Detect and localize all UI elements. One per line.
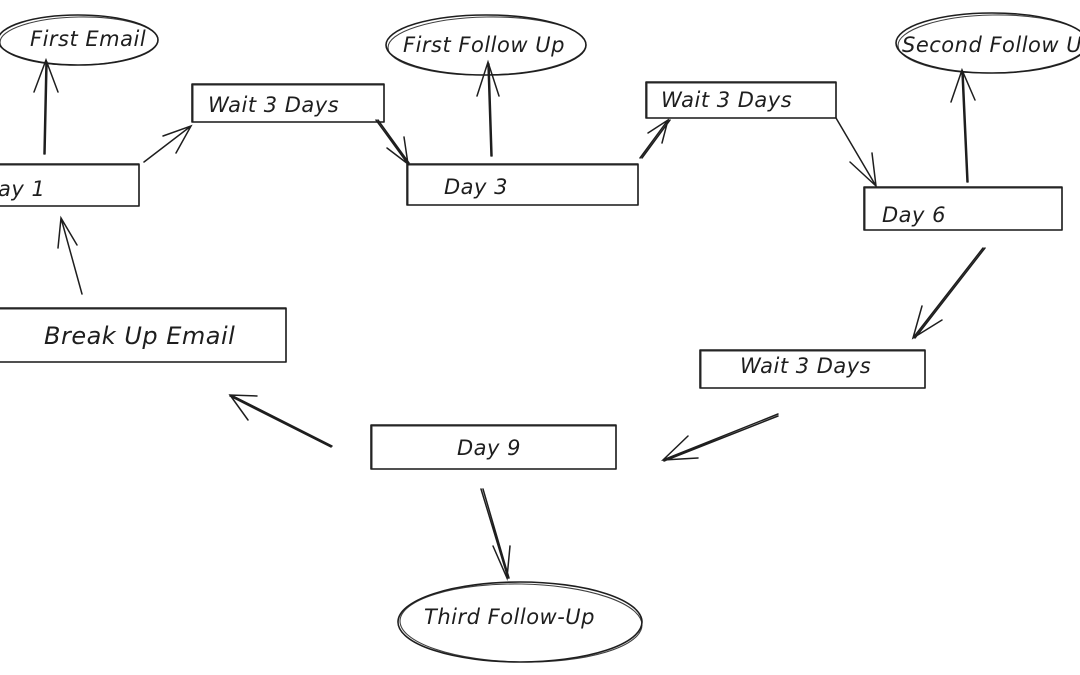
edge-day1-to-first-email [33, 57, 59, 155]
edge-wait1-to-day3 [375, 119, 410, 166]
node-wait-2[interactable]: Wait 3 Days [645, 81, 837, 119]
edge-wait2-to-day6 [835, 117, 877, 188]
node-day-3[interactable]: Day 3 [406, 163, 639, 206]
node-day-1-label: ay 1 [0, 177, 45, 201]
node-break-up-email[interactable]: Break Up Email [0, 307, 287, 363]
node-day-6[interactable]: Day 6 [863, 186, 1063, 231]
node-wait-3-label: Wait 3 Days [740, 354, 871, 378]
edge-day1-to-wait1 [143, 124, 193, 163]
node-second-follow-up[interactable]: Second Follow U [895, 12, 1080, 75]
node-day-6-label: Day 6 [882, 203, 946, 227]
node-break-up-email-label: Break Up Email [44, 322, 235, 350]
edge-day3-to-first-follow-up [476, 59, 500, 157]
node-third-follow-up[interactable]: Third Follow-Up [397, 581, 643, 664]
edge-wait3-to-day9 [661, 413, 779, 462]
node-first-email[interactable]: First Email [0, 14, 159, 66]
node-day-9-label: Day 9 [457, 436, 521, 460]
node-second-follow-up-label: Second Follow U [902, 33, 1080, 57]
node-wait-1[interactable]: Wait 3 Days [191, 83, 385, 123]
node-day-3-label: Day 3 [444, 175, 508, 199]
node-wait-1-label: Wait 3 Days [208, 93, 339, 117]
node-third-follow-up-label: Third Follow-Up [424, 605, 595, 629]
node-first-email-label: First Email [30, 27, 146, 51]
node-first-follow-up[interactable]: First Follow Up [385, 14, 587, 77]
node-day-1[interactable]: ay 1 [0, 163, 140, 207]
edge-day9-to-third-follow-up [480, 488, 511, 581]
node-day-9[interactable]: Day 9 [370, 424, 617, 470]
edge-day9-to-break-up [228, 394, 333, 448]
edge-day3-to-wait2 [639, 118, 671, 159]
edge-break-up-to-day1 [57, 215, 83, 295]
node-first-follow-up-label: First Follow Up [403, 33, 565, 57]
node-wait-3[interactable]: Wait 3 Days [699, 349, 926, 389]
edge-day6-to-wait3 [911, 247, 986, 340]
edge-day6-to-second-follow-up [950, 67, 976, 183]
node-wait-2-label: Wait 3 Days [661, 88, 792, 112]
